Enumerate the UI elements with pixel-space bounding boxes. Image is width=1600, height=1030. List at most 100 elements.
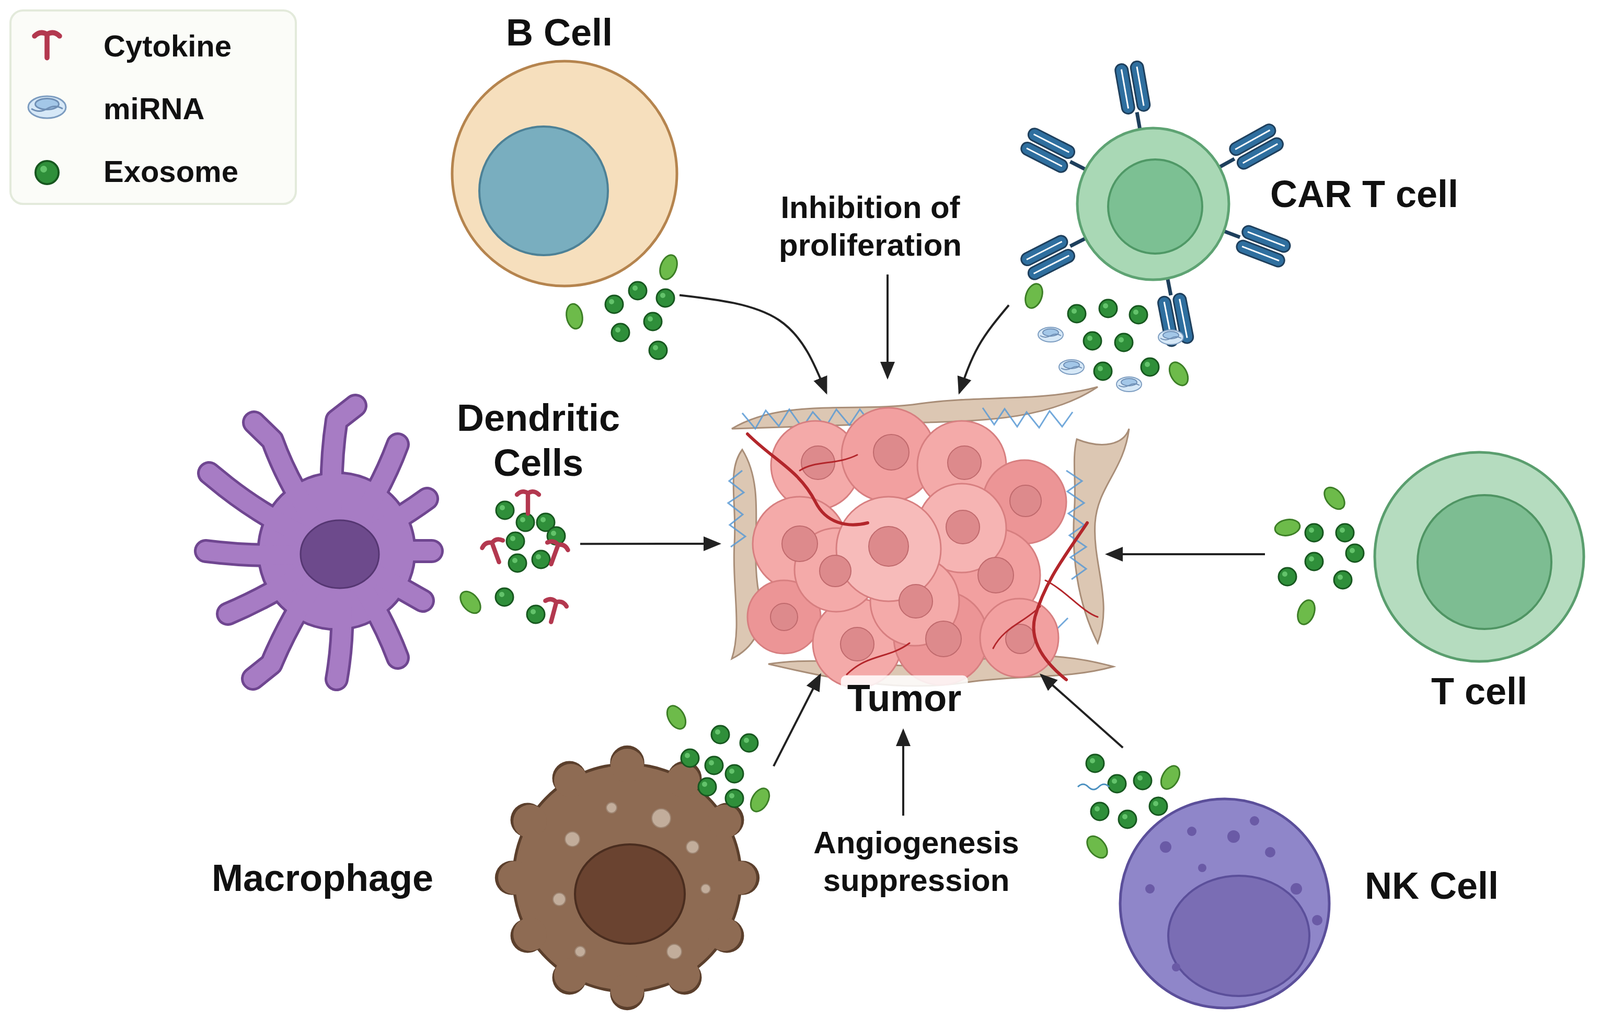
nk-cell-drawing	[1311, 914, 1323, 926]
tumor-illustration	[728, 386, 1130, 688]
macrophage-drawing	[686, 840, 699, 854]
macrophage-drawing	[495, 745, 760, 1010]
legend-icon	[35, 160, 59, 184]
legend-box	[10, 10, 296, 204]
exosome-cluster	[508, 554, 527, 572]
exosome-cluster	[532, 550, 550, 569]
exosome-cluster	[1077, 784, 1110, 790]
exosome-cluster	[725, 789, 744, 808]
tumor-illustration	[799, 454, 858, 471]
process-label: Angiogenesis suppression	[813, 823, 1019, 900]
exosome-cluster	[1099, 299, 1118, 318]
tumor-illustration	[747, 433, 868, 525]
exosome-cluster	[1059, 359, 1085, 375]
b-cell-drawing	[479, 126, 608, 256]
macrophage-drawing	[574, 844, 685, 944]
exosome-cluster	[663, 702, 774, 815]
exosome-cluster	[1022, 281, 1046, 310]
exosome-cluster	[516, 491, 539, 514]
nk-cell-drawing	[1264, 846, 1276, 858]
tumor-illustration	[1033, 522, 1088, 680]
nk-cell-drawing	[1120, 798, 1330, 1008]
car-t-cell-drawing	[1114, 60, 1155, 134]
connector-arrow	[1041, 674, 1123, 748]
nk-cell-drawing	[1187, 826, 1197, 836]
exosome-cluster	[564, 302, 585, 330]
tumor-node: Tumor	[719, 392, 1108, 675]
car-t-cell-drawing	[1108, 159, 1203, 254]
legend-icon	[28, 32, 66, 184]
nk-cell-drawing	[1159, 841, 1172, 853]
macrophage-drawing	[666, 944, 682, 959]
process-arrow	[902, 730, 905, 816]
exosome-cluster	[725, 764, 744, 783]
t-cell-drawing	[1374, 452, 1584, 662]
legend-entry: Cytokine	[103, 25, 232, 64]
tumor-illustration	[925, 620, 962, 657]
legend-box	[10, 10, 296, 204]
tumor-illustration	[1045, 580, 1098, 617]
t-cell-drawing	[1417, 495, 1552, 629]
exosome-cluster	[481, 537, 510, 566]
exosome-cluster	[564, 252, 681, 360]
nk-cell-drawing	[1290, 882, 1303, 895]
process-arrow	[886, 274, 889, 378]
connector-arrow	[959, 305, 1009, 393]
legend-entry: Exosome	[103, 150, 239, 190]
nk-cell-drawing	[1120, 798, 1330, 1008]
tumor-illustration	[747, 407, 1067, 688]
exosome-cluster	[611, 323, 630, 342]
exosome-cluster	[526, 605, 545, 624]
exosome-cluster	[1083, 832, 1112, 862]
exosome-cluster	[649, 341, 667, 360]
connector-arrow	[773, 674, 821, 766]
exosome-cluster	[1345, 544, 1364, 562]
exosome-cluster	[1273, 517, 1302, 538]
exosome-cluster	[1294, 597, 1319, 627]
car-t-cell-drawing	[1077, 128, 1229, 280]
tumor-illustration	[728, 470, 746, 547]
b-cell-node: B Cell	[449, 58, 680, 362]
tumor-illustration	[747, 433, 1098, 680]
macrophage-drawing	[700, 883, 711, 894]
exosome-cluster	[1305, 552, 1323, 571]
nk-cell-drawing	[1249, 815, 1260, 826]
exosome-cluster	[1086, 754, 1104, 773]
exosome-cluster	[1114, 333, 1133, 352]
car-t-cell-drawing	[1153, 272, 1195, 348]
macrophage-drawing	[565, 831, 580, 847]
exosome-cluster	[1118, 810, 1137, 828]
tumor-illustration	[868, 526, 909, 567]
exosome-cluster	[456, 587, 485, 617]
cell-label: CAR T cell	[1270, 171, 1459, 217]
exosome-cluster	[1320, 483, 1349, 513]
exosome-cluster	[456, 491, 569, 625]
tumor-illustration	[1066, 470, 1087, 580]
exosome-cluster	[1116, 376, 1142, 392]
macrophage-drawing	[498, 748, 757, 1007]
legend-text: Cytokine	[103, 28, 232, 63]
connector-arrow	[580, 542, 720, 545]
nk-cell-drawing	[1145, 815, 1323, 972]
cell-label: Tumor	[841, 675, 969, 721]
tumor-illustration	[993, 606, 1041, 649]
nk-cell-drawing	[1168, 875, 1310, 996]
exosome-cluster	[746, 785, 774, 815]
b-cell-drawing	[452, 61, 677, 286]
exosome-cluster	[1129, 305, 1148, 324]
car-t-cell-drawing	[1216, 216, 1292, 269]
legend-icon	[28, 96, 66, 119]
exosome-cluster	[605, 295, 624, 314]
macrophage-drawing	[606, 802, 617, 813]
nk-cell-drawing	[1227, 830, 1240, 843]
exosome-cluster	[681, 749, 699, 767]
exosome-cluster	[1336, 523, 1354, 542]
tumor-illustration	[836, 496, 941, 602]
exosome-cluster	[698, 777, 717, 796]
exosome-cluster	[540, 597, 568, 626]
exosome-cluster	[1273, 483, 1364, 627]
exosome-cluster	[1305, 523, 1323, 542]
connector-group	[580, 294, 1265, 766]
tumor-illustration	[947, 445, 982, 480]
